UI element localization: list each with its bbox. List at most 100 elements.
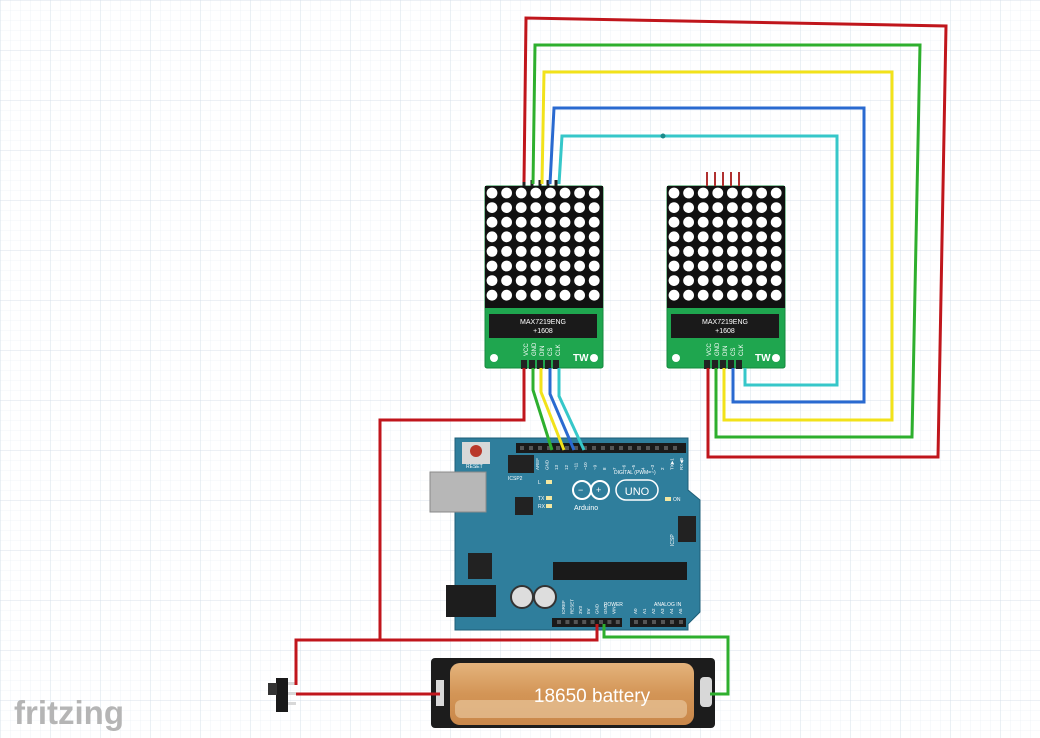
- atmega-chip: [553, 562, 687, 580]
- wire-clk-arduino[interactable]: [557, 368, 586, 451]
- led-dot: [668, 246, 680, 257]
- battery-18650[interactable]: 18650 battery: [431, 658, 715, 728]
- led-dot: [501, 216, 512, 228]
- led-dot: [668, 231, 680, 243]
- header-pin[interactable]: [538, 446, 542, 450]
- header-pin[interactable]: [607, 620, 612, 624]
- header-pin[interactable]: [529, 446, 533, 450]
- wire-gnd-battery[interactable]: [602, 624, 730, 696]
- svg-text:CLK: CLK: [739, 344, 745, 356]
- digital-header-pins: [520, 446, 677, 450]
- header-pin[interactable]: [661, 620, 665, 624]
- header-pin[interactable]: [574, 446, 578, 450]
- pin-label: A5: [678, 608, 683, 614]
- header-pin[interactable]: [679, 620, 683, 624]
- switch-actuator[interactable]: [268, 683, 277, 695]
- led-dot: [770, 216, 782, 228]
- svg-text:GND: GND: [715, 342, 721, 356]
- header-pin[interactable]: [592, 446, 596, 450]
- pin-label: A1: [642, 608, 647, 614]
- led-matrix-module-2[interactable]: MAX7219ENG +1608 TW VCC GND DIN CS CLK: [666, 172, 786, 369]
- led-dot: [545, 231, 556, 243]
- battery-plus-terminal: [700, 677, 712, 707]
- header-pin[interactable]: [557, 620, 561, 624]
- header-pin[interactable]: [610, 446, 614, 450]
- arduino-logo: − +: [572, 479, 659, 501]
- led-dot: [588, 231, 600, 243]
- svg-text:GND: GND: [532, 342, 538, 356]
- wire-cs-arduino[interactable]: [548, 368, 576, 451]
- regulator: [468, 553, 492, 579]
- led-dot: [712, 289, 724, 301]
- header-pin[interactable]: [652, 620, 656, 624]
- led-dot: [588, 216, 600, 228]
- wire-din-arduino[interactable]: [539, 368, 566, 451]
- led-dot: [545, 187, 556, 199]
- header-pin[interactable]: [547, 446, 551, 450]
- capacitor: [533, 585, 557, 609]
- led-dot: [515, 275, 527, 286]
- led-dot: [741, 260, 753, 272]
- led-dot: [697, 289, 709, 301]
- header-pin[interactable]: [590, 620, 595, 624]
- led-dot: [545, 260, 556, 272]
- header-pin[interactable]: [582, 620, 587, 624]
- led-dot: [683, 246, 694, 257]
- header-pin[interactable]: [565, 620, 570, 624]
- header-pin[interactable]: [664, 446, 668, 450]
- pin-label: 13: [554, 464, 559, 470]
- icsp2-label: ICSP2: [508, 476, 523, 482]
- pin-label: A3: [660, 608, 665, 614]
- wire-gnd-chain[interactable]: [531, 43, 922, 439]
- led-dot: [712, 231, 724, 243]
- wire-vcc-power[interactable]: [378, 368, 599, 642]
- led-dot: [545, 216, 556, 228]
- led-dot: [501, 246, 512, 257]
- header-pin[interactable]: [615, 620, 620, 624]
- wire-clk-chain[interactable]: [557, 134, 839, 387]
- header-pin[interactable]: [619, 446, 623, 450]
- header-pin[interactable]: [643, 620, 647, 624]
- pin-label: 8: [602, 467, 607, 470]
- led-dot: [588, 187, 600, 199]
- header-pin[interactable]: [646, 446, 650, 450]
- mount-hole: [590, 354, 598, 362]
- led-dot: [770, 289, 782, 301]
- header-pin[interactable]: [601, 446, 605, 450]
- header-pin[interactable]: [573, 620, 578, 624]
- pin-label: A4: [669, 608, 674, 614]
- led-dot: [574, 187, 585, 199]
- led-dot: [501, 202, 512, 214]
- wire-din-chain[interactable]: [540, 70, 894, 422]
- header-pin[interactable]: [655, 446, 659, 450]
- reset-button[interactable]: [470, 445, 482, 457]
- wire-vcc-chain[interactable]: [522, 16, 948, 459]
- led-matrix-module-1[interactable]: MAX7219ENG +1608 TW VCC GND DIN CS CLK: [484, 180, 604, 369]
- header-pin[interactable]: [583, 446, 587, 450]
- header-pin[interactable]: [520, 446, 524, 450]
- header-pin[interactable]: [673, 446, 677, 450]
- svg-text:DIN: DIN: [723, 346, 729, 356]
- led-dot: [712, 216, 724, 228]
- switch-body: [276, 678, 288, 712]
- battery-highlight: [455, 700, 687, 718]
- header-pin[interactable]: [556, 446, 560, 450]
- wire-cs-chain[interactable]: [548, 106, 866, 404]
- header-pin[interactable]: [634, 620, 638, 624]
- chip-sublabel: +1608: [715, 328, 735, 335]
- led-dot: [486, 260, 498, 272]
- header-pin[interactable]: [565, 446, 569, 450]
- wire-gnd-arduino[interactable]: [531, 368, 554, 451]
- header-pin[interactable]: [637, 446, 641, 450]
- status-leds: [546, 480, 671, 508]
- header-pin[interactable]: [599, 620, 603, 624]
- led-dots: [668, 187, 782, 301]
- wire-switch-to-vcc[interactable]: [294, 638, 380, 685]
- header-pin[interactable]: [670, 620, 674, 624]
- slide-switch[interactable]: [268, 678, 296, 712]
- svg-text:DIN: DIN: [540, 346, 546, 356]
- header-pin[interactable]: [628, 446, 632, 450]
